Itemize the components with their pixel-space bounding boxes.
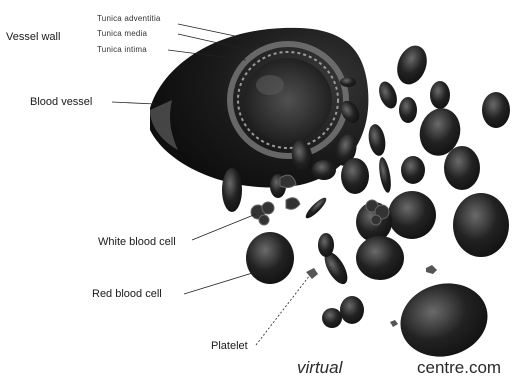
watermark-virtual: virtual (297, 358, 342, 378)
label-white-blood-cell: White blood cell (98, 236, 176, 248)
label-tunica-media: Tunica media (97, 29, 147, 38)
label-vessel-wall: Vessel wall (6, 31, 60, 43)
label-tunica-intima: Tunica intima (97, 45, 147, 54)
watermark-centre: centre.com (417, 358, 501, 378)
label-red-blood-cell: Red blood cell (92, 288, 162, 300)
label-platelet: Platelet (211, 340, 248, 352)
label-blood-vessel: Blood vessel (30, 96, 92, 108)
label-tunica-adventitia: Tunica adventitia (97, 14, 161, 23)
